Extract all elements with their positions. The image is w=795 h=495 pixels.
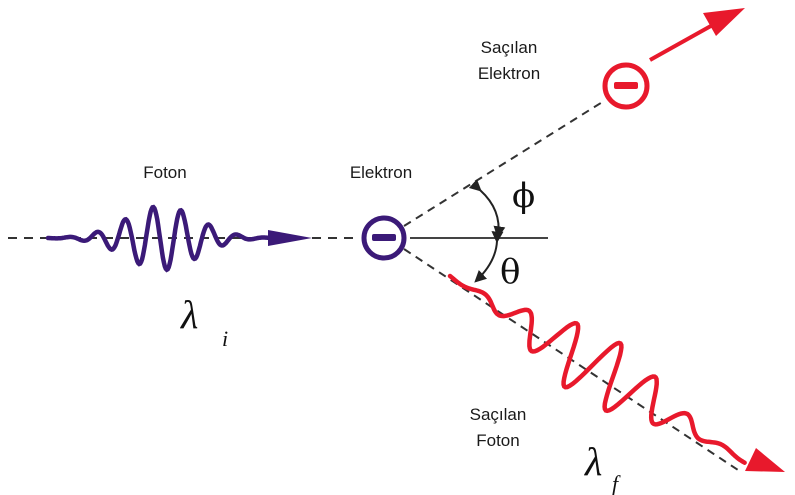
scattered-electron [602,62,650,110]
incoming-electron [361,215,407,261]
phi-angle-arc [468,179,506,239]
scattered-photon-arrowhead [745,448,785,472]
scattered-photon-label-line1: Saçılan [470,405,527,424]
scattered-photon-wave [447,273,747,465]
lambda-i-subscript: i [222,326,228,351]
scattered-electron-label-line2: Elektron [478,64,540,83]
electron-label: Elektron [350,163,412,182]
scattered-electron-label-line1: Saçılan [481,38,538,57]
incoming-photon-wave [45,204,279,273]
phi-label: ϕ [512,176,535,216]
minus-in-circle-icon [372,234,396,241]
scattered-photon-label-line2: Foton [476,431,519,450]
lambda-i-symbol: λ [180,292,198,337]
incoming-photon-arrowhead [268,230,312,246]
theta-angle-arc [474,231,504,283]
scattered-electron-dashed-line [403,100,605,227]
scattered-electron-arrow-line [649,20,719,62]
minus-in-circle-icon [614,82,638,89]
incoming-photon-label: Foton [143,163,186,182]
theta-label: θ [500,252,520,292]
scattered-electron-arrowhead [703,8,745,36]
lambda-f-subscript: f [612,471,621,495]
lambda-f-symbol: λ [584,439,602,484]
